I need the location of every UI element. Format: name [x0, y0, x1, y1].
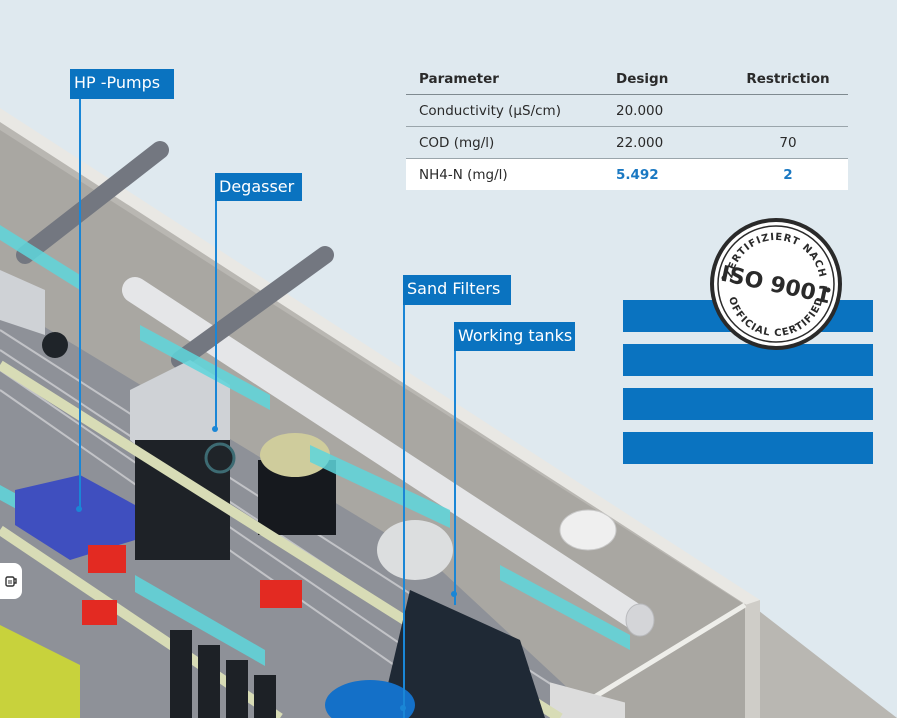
- sand-filters-leader-line: [403, 305, 405, 718]
- cell-restriction: 70: [728, 126, 848, 159]
- col-header-restriction: Restriction: [728, 64, 848, 95]
- red-gearbox-3: [82, 600, 117, 625]
- red-gearbox-2: [260, 580, 302, 608]
- hp-pumps-leader-dot: [76, 506, 82, 512]
- cup-icon: [5, 576, 17, 587]
- col-header-parameter: Parameter: [406, 64, 616, 95]
- pump-port-2: [204, 442, 236, 474]
- parameter-table: Parameter Design Restriction Conductivit…: [406, 64, 848, 190]
- working-tank-block: [380, 590, 545, 718]
- cartridge-filters: [170, 630, 276, 718]
- working-tanks-leader-dot: [451, 591, 457, 597]
- cell-parameter: Conductivity (µS/cm): [406, 94, 616, 127]
- container-right-wall: [745, 600, 760, 718]
- table-header-row: Parameter Design Restriction: [406, 64, 848, 95]
- iso-9001-stamp: ZERTIFIZIERT NACH ISO 9001 OFFICIAL CERT…: [710, 218, 842, 350]
- exhaust-pipe-2: [171, 246, 334, 369]
- callout-hp-pumps: HP -Pumps: [70, 69, 174, 99]
- cell-parameter: COD (mg/l): [406, 126, 616, 159]
- callout-working-tanks: Working tanks: [454, 322, 575, 351]
- col-header-design: Design: [616, 64, 728, 95]
- cell-design: 20.000: [616, 94, 728, 127]
- table-row: Conductivity (µS/cm) 20.000: [406, 94, 848, 127]
- sand-filters-leader-dot: [400, 705, 406, 711]
- blue-vessel: [325, 680, 415, 718]
- container-top-rim: [0, 108, 760, 606]
- dome-base: [550, 682, 625, 718]
- blue-bar-3: [623, 388, 873, 420]
- dome: [559, 509, 617, 551]
- table-row: COD (mg/l) 22.000 70: [406, 126, 848, 159]
- table-row-highlighted: NH4-N (mg/l) 5.492 2: [406, 158, 848, 190]
- degasser-leader-line: [215, 201, 217, 430]
- blue-bar-4: [623, 432, 873, 464]
- degasser-leader-dot: [212, 426, 218, 432]
- degasser-pipe-end: [625, 603, 655, 637]
- red-gearbox-1: [88, 545, 126, 573]
- blue-bar-2: [623, 344, 873, 376]
- working-tanks-leader-line: [454, 351, 456, 605]
- callout-sand-filters: Sand Filters: [403, 275, 511, 305]
- cell-design: 22.000: [616, 126, 728, 159]
- cell-restriction: [728, 94, 848, 127]
- cell-parameter: NH4-N (mg/l): [406, 158, 616, 190]
- callout-degasser: Degasser: [215, 173, 302, 201]
- cell-design: 5.492: [616, 158, 728, 190]
- pump-housing-1: [0, 270, 45, 335]
- pump-port-1: [42, 332, 68, 358]
- cell-restriction: 2: [728, 158, 848, 190]
- yellow-membrane-cartridges: [0, 625, 80, 718]
- hp-pumps-leader-line: [79, 99, 81, 511]
- exhaust-pipe-1: [16, 141, 169, 264]
- side-floating-button[interactable]: [0, 563, 22, 599]
- dosing-tank-lid: [260, 433, 330, 477]
- sand-filter-vessel: [377, 520, 453, 580]
- degasser-pipe: [122, 277, 653, 633]
- hp-pump-motor: [15, 475, 135, 560]
